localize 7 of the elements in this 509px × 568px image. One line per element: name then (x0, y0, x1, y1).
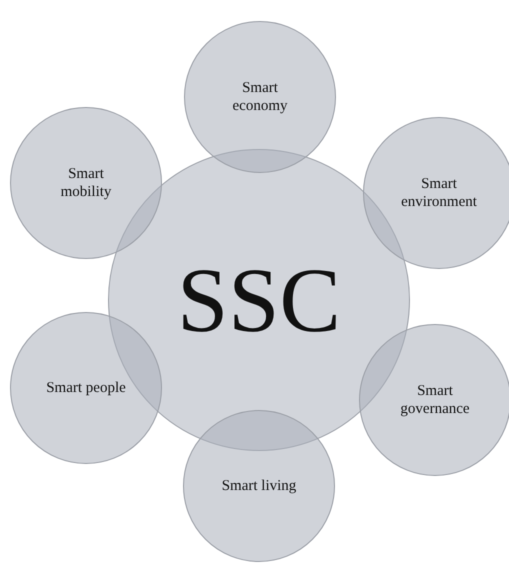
topic-label: Smart mobility (60, 165, 112, 201)
topic-label: Smart environment (400, 175, 478, 211)
topic-label: Smart economy (232, 79, 288, 115)
topic-label: Smart people (46, 379, 126, 397)
center-label: SSC (177, 248, 341, 353)
topic-label: Smart governance (399, 382, 471, 418)
topic-label: Smart living (222, 477, 296, 495)
